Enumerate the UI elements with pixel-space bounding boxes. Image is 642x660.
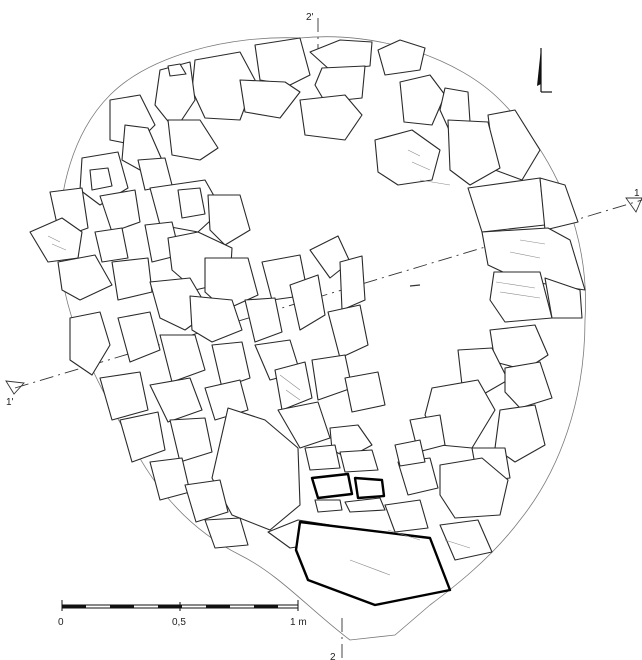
stone	[494, 404, 546, 463]
stone	[184, 479, 229, 523]
scale-bar: 0 0,5 1 m	[58, 600, 307, 628]
stone	[289, 274, 326, 331]
stone	[117, 311, 161, 363]
stone	[207, 194, 251, 246]
stone	[99, 371, 149, 421]
stone	[467, 177, 546, 233]
stone	[294, 520, 452, 607]
stone	[339, 255, 366, 311]
stone	[111, 257, 153, 301]
north-arrow-icon	[537, 48, 552, 93]
stone	[159, 334, 206, 383]
section-label-b-left: 1'	[6, 397, 14, 408]
stone	[439, 519, 493, 561]
stone	[539, 177, 579, 231]
stone	[344, 497, 386, 513]
section-label-a-bottom: 2	[330, 652, 336, 660]
stones-group	[29, 37, 586, 607]
stone	[239, 79, 301, 119]
stone	[481, 227, 586, 291]
stone	[399, 74, 446, 126]
stone	[353, 476, 386, 500]
stone	[89, 167, 113, 191]
stone	[277, 401, 331, 449]
stone	[544, 277, 583, 319]
section-label-b-right: 1	[634, 188, 640, 199]
stone	[374, 129, 441, 186]
stone	[69, 311, 111, 376]
stone	[94, 227, 129, 263]
stone	[310, 472, 354, 500]
stone	[169, 417, 213, 463]
stone	[254, 37, 311, 86]
scale-tick-1m: 1 m	[290, 617, 307, 628]
stone	[304, 444, 341, 471]
stone	[204, 517, 249, 549]
stone	[274, 361, 313, 411]
stone	[299, 94, 363, 141]
center-mark	[409, 284, 421, 287]
stone	[204, 379, 249, 421]
section-line-1	[14, 199, 642, 389]
stone	[344, 371, 386, 413]
stone	[149, 377, 203, 423]
stone	[57, 254, 113, 301]
stone	[504, 361, 553, 409]
stone	[149, 457, 191, 501]
scale-tick-half: 0,5	[172, 617, 186, 628]
stone	[447, 119, 501, 186]
stone	[189, 295, 243, 343]
hatching	[47, 149, 546, 576]
stone	[244, 297, 283, 343]
section-arrow-left	[5, 380, 25, 395]
stone	[439, 457, 509, 519]
stone	[309, 39, 373, 71]
section-arrow-right	[625, 197, 642, 213]
section-label-a-top: 2'	[306, 12, 314, 23]
stone	[394, 439, 426, 467]
stone	[211, 341, 251, 389]
scale-tick-0: 0	[58, 617, 64, 628]
stone	[314, 499, 343, 513]
stone	[99, 189, 141, 233]
stone	[154, 61, 196, 131]
stone	[489, 271, 553, 323]
stone	[167, 119, 219, 161]
stone	[119, 411, 166, 463]
stone	[327, 304, 369, 359]
stone	[377, 39, 426, 76]
stone	[339, 449, 379, 473]
stone	[204, 257, 259, 311]
stone	[384, 499, 429, 533]
stone	[177, 187, 206, 219]
stone	[167, 63, 187, 77]
